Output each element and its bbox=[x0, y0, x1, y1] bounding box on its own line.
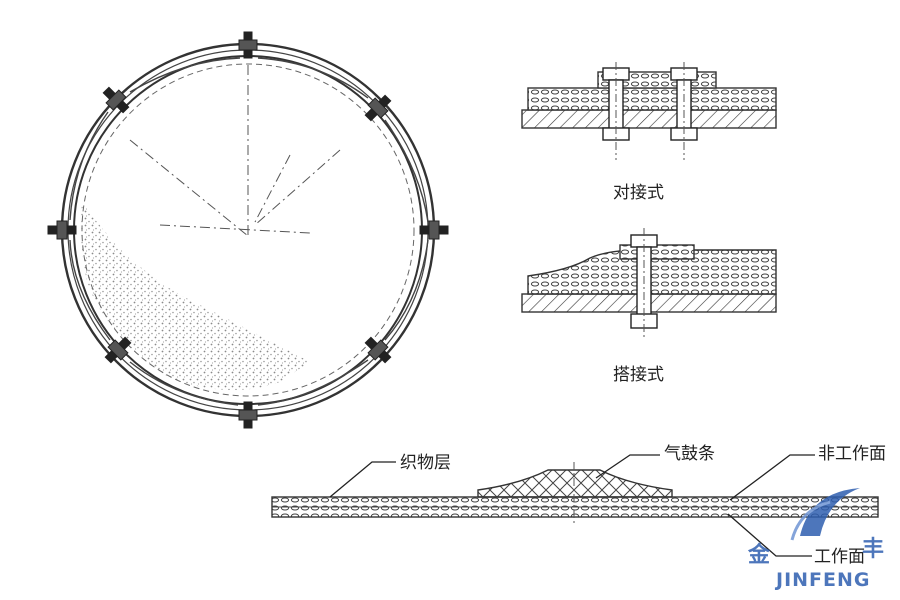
jinfeng-watermark: 金 丰 JINFENG bbox=[747, 488, 884, 591]
lap-joint-label: 搭接式 bbox=[613, 365, 664, 385]
watermark-left-char: 金 bbox=[747, 542, 771, 568]
air-drum-strip-label: 气鼓条 bbox=[664, 444, 715, 464]
working-face-label: 工作面 bbox=[814, 547, 865, 567]
butt-joint-diagram bbox=[521, 62, 777, 160]
ring-cross-section bbox=[47, 31, 449, 429]
watermark-right-char: 丰 bbox=[862, 537, 884, 562]
non-working-face-label: 非工作面 bbox=[818, 444, 886, 464]
material-fill bbox=[80, 202, 310, 391]
watermark-swoosh-icon bbox=[800, 488, 860, 536]
lap-joint-diagram bbox=[521, 228, 777, 340]
center-lines bbox=[129, 65, 341, 237]
fabric-layer-label: 织物层 bbox=[400, 453, 451, 473]
butt-joint-label: 对接式 bbox=[613, 183, 664, 203]
watermark-brand: JINFENG bbox=[774, 569, 871, 591]
belt-section-diagram bbox=[271, 454, 879, 557]
ring-bolts bbox=[47, 31, 449, 429]
